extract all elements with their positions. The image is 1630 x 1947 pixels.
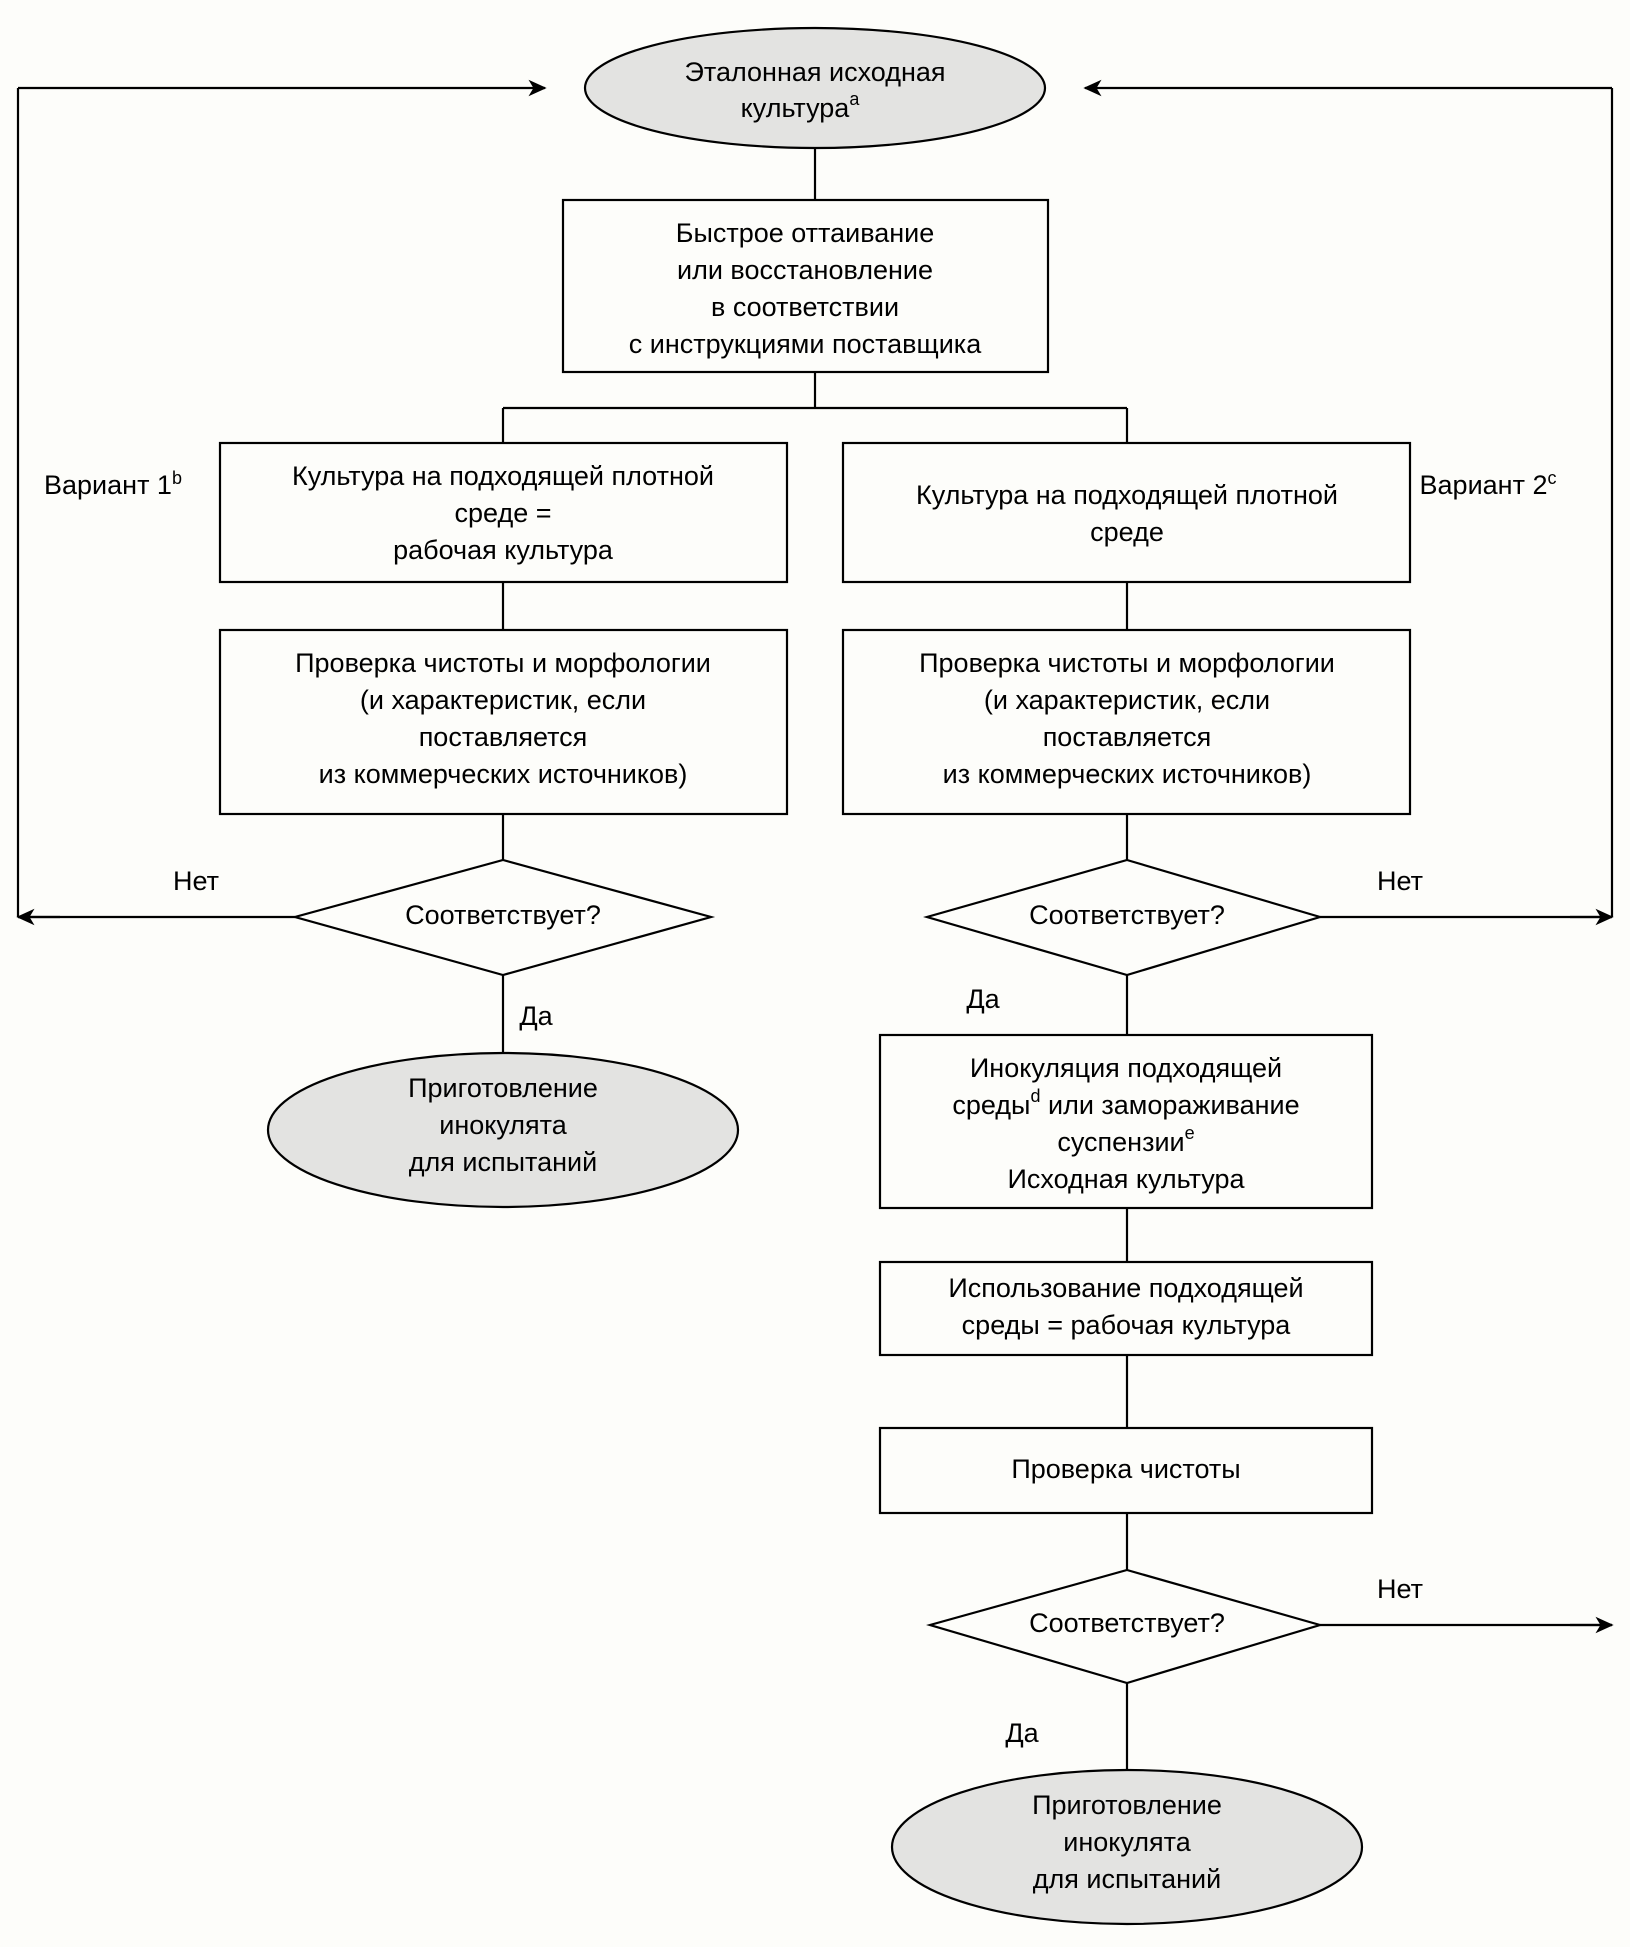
purity-check-label: Проверка чистоты (1011, 1454, 1240, 1484)
node-left-decision[interactable]: Соответствует? (290, 858, 716, 977)
left-decision-label: Соответствует? (405, 900, 601, 930)
label-variant-2: Вариант 2c (1420, 468, 1557, 500)
thaw-rect-shape (561, 198, 1050, 374)
final-decision-diamond-shape (926, 1568, 1324, 1685)
left-check-line4: из коммерческих источников) (319, 759, 688, 789)
left-culture-rect-shape (218, 441, 789, 584)
right-end-ellipse-shape (890, 1768, 1364, 1926)
left-culture-line1: Культура на подходящей плотной (292, 461, 714, 491)
left-end-line2: инокулята (439, 1110, 567, 1140)
right-end-line2: инокулята (1063, 1827, 1191, 1857)
node-final-decision[interactable]: Соответствует? (926, 1568, 1324, 1685)
inoculation-line1: Инокуляция подходящей (970, 1053, 1282, 1083)
left-end-line3: для испытаний (409, 1147, 597, 1177)
label-variant-1: Вариант 1b (44, 468, 182, 500)
left-check-line3: поставляется (419, 722, 588, 752)
left-check-line1: Проверка чистоты и морфологии (295, 648, 711, 678)
left-culture-line2: среде = (455, 498, 552, 528)
start-ellipse-shape (583, 26, 1047, 150)
node-right-culture[interactable]: Культура на подходящей плотной среде (841, 441, 1412, 584)
left-end-line1: Приготовление (408, 1073, 598, 1103)
right-check-line1: Проверка чистоты и морфологии (919, 648, 1335, 678)
node-thaw[interactable]: Быстрое оттаивание или восстановление в … (561, 198, 1050, 374)
right-check-line2: (и характеристик, если (984, 685, 1270, 715)
thaw-line3: в соответствии (711, 292, 899, 322)
right-end-line1: Приготовление (1032, 1790, 1222, 1820)
thaw-line1: Быстрое оттаивание (676, 218, 935, 248)
right-end-line3: для испытаний (1033, 1864, 1221, 1894)
left-check-rect-shape (218, 628, 789, 816)
use-medium-line1: Использование подходящей (948, 1273, 1303, 1303)
left-culture-line3: рабочая культура (393, 535, 614, 565)
label-final-no: Нет (1377, 1574, 1423, 1604)
node-right-check[interactable]: Проверка чистоты и морфологии (и характе… (841, 628, 1412, 816)
right-decision-diamond-shape (923, 858, 1324, 977)
right-check-line3: поставляется (1043, 722, 1212, 752)
node-use-medium[interactable]: Использование подходящей среды = рабочая… (878, 1260, 1374, 1357)
left-decision-diamond-shape (290, 858, 716, 977)
node-inoculation[interactable]: Инокуляция подходящей средыd или замораж… (878, 1033, 1374, 1210)
label-right-no: Нет (1377, 866, 1423, 896)
use-medium-line2: среды = рабочая культура (962, 1310, 1292, 1340)
label-left-no: Нет (173, 866, 219, 896)
inoculation-line4: Исходная культура (1008, 1164, 1246, 1194)
label-right-yes: Да (966, 984, 1000, 1014)
node-start[interactable]: Эталонная исходная культураa (583, 26, 1047, 150)
final-decision-label: Соответствует? (1029, 1608, 1225, 1638)
thaw-line4: с инструкциями поставщика (629, 329, 982, 359)
left-end-ellipse-shape (266, 1051, 740, 1209)
label-final-yes: Да (1005, 1718, 1039, 1748)
right-culture-rect-shape (841, 441, 1412, 584)
use-medium-rect-shape (878, 1260, 1374, 1357)
right-culture-line1: Культура на подходящей плотной (916, 480, 1338, 510)
inoculation-line2: средыd или замораживание (952, 1086, 1299, 1120)
inoculation-line3: суспензииe (1057, 1123, 1194, 1157)
right-check-rect-shape (841, 628, 1412, 816)
node-left-end[interactable]: Приготовление инокулята для испытаний (266, 1051, 740, 1209)
start-line1: Эталонная исходная (684, 57, 945, 87)
node-right-decision[interactable]: Соответствует? (923, 858, 1324, 977)
start-line2: культураa (741, 89, 861, 123)
right-decision-label: Соответствует? (1029, 900, 1225, 930)
right-culture-line2: среде (1090, 517, 1164, 547)
node-left-culture[interactable]: Культура на подходящей плотной среде = р… (218, 441, 789, 584)
inoculation-rect-shape (878, 1033, 1374, 1210)
node-left-check[interactable]: Проверка чистоты и морфологии (и характе… (218, 628, 789, 816)
right-check-line4: из коммерческих источников) (943, 759, 1312, 789)
purity-check-rect-shape (878, 1426, 1374, 1515)
thaw-line2: или восстановление (677, 255, 933, 285)
left-check-line2: (и характеристик, если (360, 685, 646, 715)
node-purity-check[interactable]: Проверка чистоты (878, 1426, 1374, 1515)
label-left-yes: Да (519, 1001, 553, 1031)
node-right-end[interactable]: Приготовление инокулята для испытаний (890, 1768, 1364, 1926)
